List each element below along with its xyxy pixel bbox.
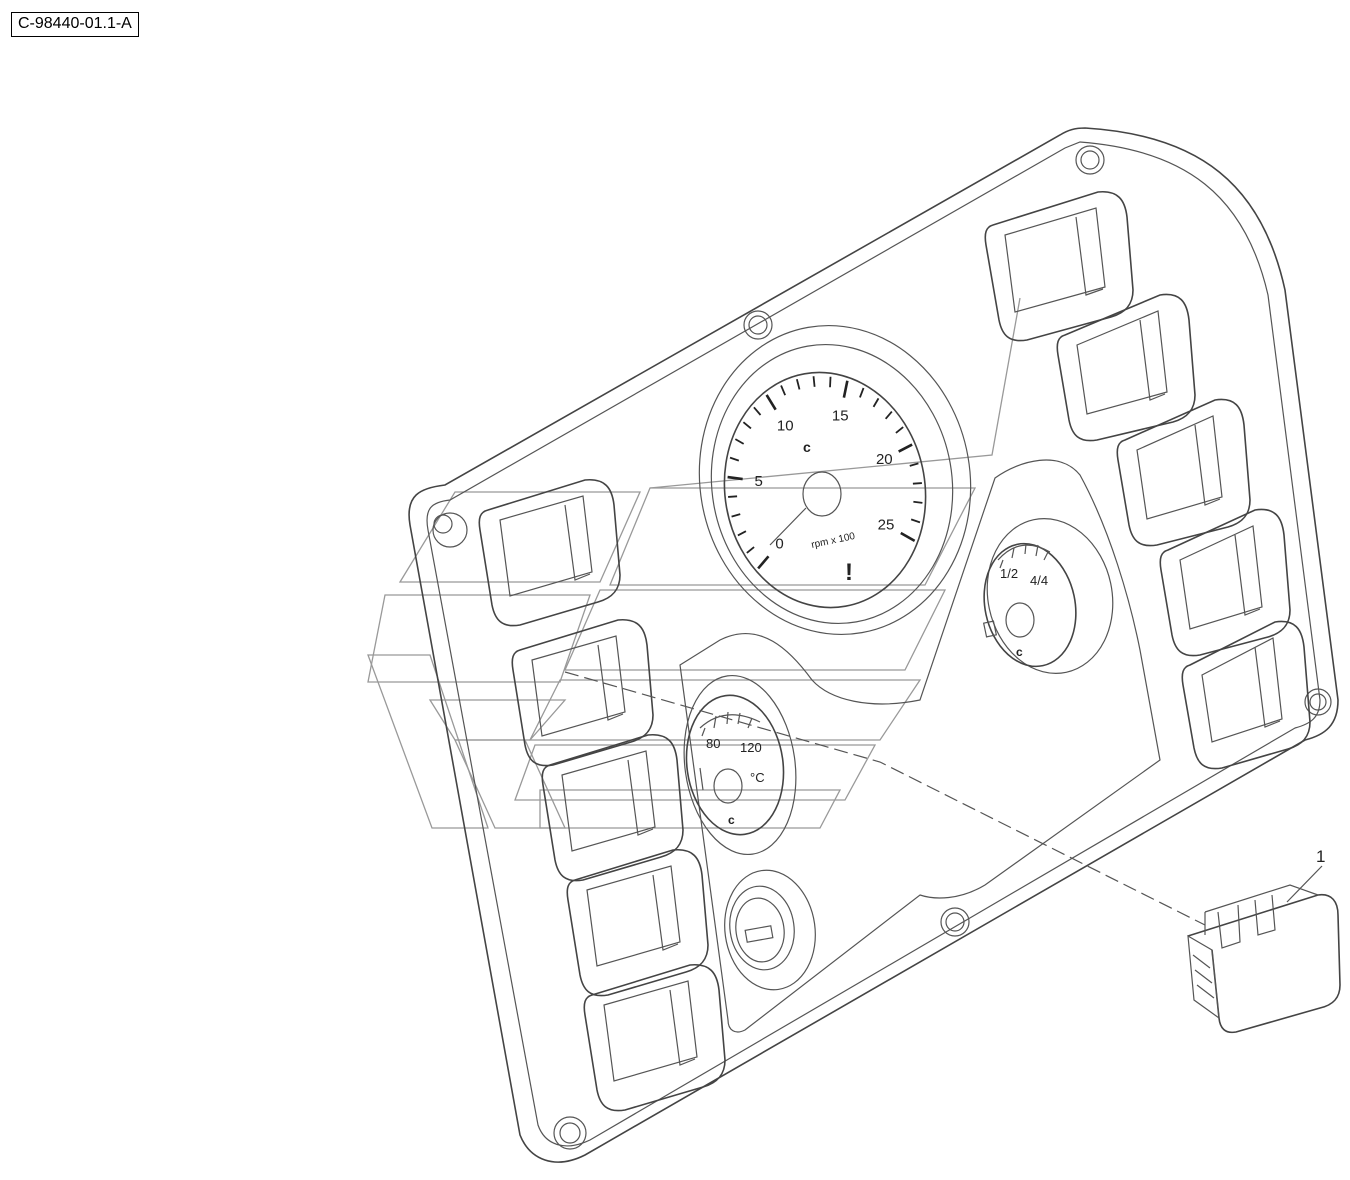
- tachometer-needle: [769, 507, 807, 546]
- connector-socket: [724, 869, 816, 991]
- tachometer-tick: [872, 397, 880, 408]
- temp-unit: °C: [750, 770, 765, 785]
- tachometer: 0 5 10 15 20 25 rpm x 100 ! c: [698, 324, 972, 636]
- tachometer-tick: [909, 462, 919, 467]
- callout-label-1: 1: [1316, 847, 1325, 866]
- tachometer-tick: [728, 495, 738, 498]
- tachometer-tick: [900, 531, 916, 542]
- switch-slot-r4: [1159, 508, 1291, 657]
- switch-slot-r2: [1056, 293, 1196, 442]
- watermark-logo: [367, 297, 1021, 829]
- switch-slot-l2: [511, 619, 654, 767]
- panel-housing: [408, 127, 1339, 1163]
- tachometer-tick: [912, 482, 922, 485]
- gauge-cluster-bezel: [679, 459, 1161, 1033]
- callout-leader: [1286, 865, 1323, 903]
- tachometer-scale-label: 0: [775, 535, 783, 552]
- tachometer-tick: [757, 555, 770, 570]
- right-switch-slots: [984, 191, 1311, 770]
- leader-dashed-line: [564, 671, 1206, 926]
- tachometer-tick: [898, 443, 913, 453]
- tachometer-tick: [742, 421, 752, 430]
- temp-label-120: 120: [740, 740, 762, 755]
- fuel-label-half: 1/2: [1000, 566, 1018, 581]
- tachometer-scale-labels: 0 5 10 15 20 25: [755, 408, 895, 553]
- mounting-holes: [432, 145, 1332, 1150]
- tachometer-tick-marks: [727, 376, 923, 570]
- tachometer-tick: [842, 380, 849, 398]
- fuel-gauge: 1/2 4/4 c: [982, 518, 1114, 674]
- tachometer-tick: [731, 513, 741, 518]
- blank-switch-cover: 1: [1187, 847, 1341, 1034]
- tachometer-tick: [746, 546, 755, 554]
- tachometer-tick: [913, 500, 923, 504]
- left-switch-slots: [478, 479, 726, 1112]
- switch-slot-r5: [1181, 620, 1311, 770]
- tachometer-scale-label: 15: [832, 408, 849, 425]
- switch-slot-l3: [541, 734, 684, 882]
- switch-slot-l1: [478, 479, 621, 627]
- tachometer-unit: rpm x 100: [810, 531, 856, 551]
- coolant-icon: [699, 767, 704, 791]
- logo-icon: c: [803, 439, 811, 455]
- tachometer-tick: [737, 530, 747, 537]
- figure-id-label: C-98440-01.1-A: [11, 12, 139, 37]
- tachometer-tick: [729, 456, 740, 462]
- tachometer-tick: [859, 387, 865, 398]
- fuel-logo-icon: c: [1016, 645, 1023, 659]
- tachometer-tick: [829, 376, 832, 388]
- switch-slot-l4: [566, 849, 709, 997]
- switch-slot-l5: [583, 964, 726, 1112]
- tachometer-tick: [753, 406, 762, 416]
- tachometer-tick: [765, 394, 777, 411]
- switch-slot-r1: [984, 191, 1134, 342]
- tachometer-tick: [812, 376, 816, 387]
- tachometer-tick: [884, 410, 893, 420]
- switch-slot-r3: [1116, 398, 1251, 547]
- tachometer-tick: [727, 475, 743, 481]
- temp-label-80: 80: [706, 736, 720, 751]
- tachometer-scale-label: 20: [876, 451, 893, 468]
- tachometer-tick: [734, 438, 745, 445]
- tachometer-tick: [910, 518, 921, 524]
- tachometer-tick: [780, 385, 786, 396]
- tachometer-tick: [895, 426, 904, 434]
- fuel-pump-icon: [982, 620, 998, 638]
- tachometer-scale-label: 10: [777, 417, 794, 434]
- tachometer-tick: [796, 378, 801, 390]
- temp-logo-icon: c: [728, 813, 735, 827]
- tachometer-scale-label: 25: [878, 517, 895, 534]
- fuel-label-full: 4/4: [1030, 573, 1048, 588]
- tachometer-scale-label: 5: [755, 473, 763, 490]
- warning-icon: !: [845, 559, 853, 586]
